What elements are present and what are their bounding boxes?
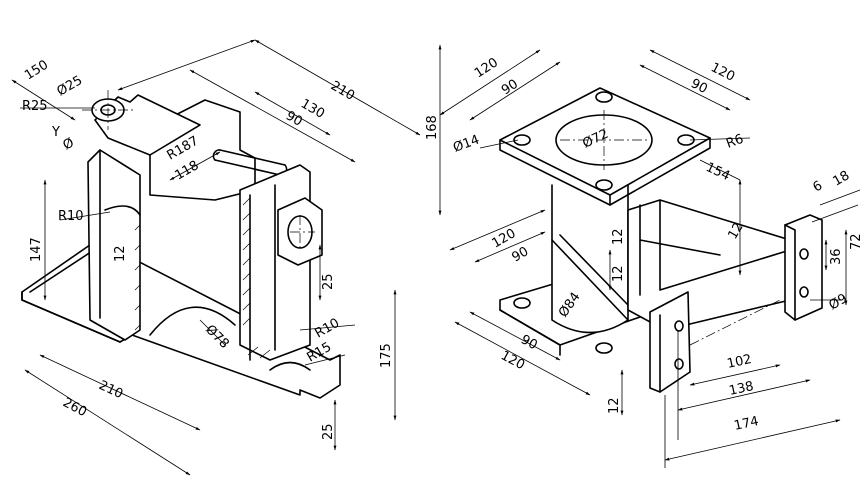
dim-12-bottom: 12 — [607, 397, 622, 414]
dim-120-mid: 120 — [490, 226, 519, 251]
dim-90-mid: 90 — [510, 244, 532, 265]
dim-175: 175 — [379, 343, 394, 368]
dim-120-bottom: 120 — [498, 348, 527, 373]
dim-phi14: Ø14 — [451, 133, 481, 156]
dim-25-mid: 25 — [321, 273, 336, 290]
dim-210-top: 210 — [328, 78, 357, 103]
dim-r10-left: R10 — [58, 209, 84, 224]
dim-102: 102 — [726, 352, 753, 372]
dim-36: 36 — [829, 248, 844, 265]
dim-154: 154 — [703, 160, 732, 184]
dim-147: 147 — [29, 237, 44, 262]
dim-r6: R6 — [724, 132, 745, 152]
dim-25-bottom: 25 — [321, 423, 336, 440]
dim-90-top-right: 90 — [688, 76, 710, 97]
dim-12-right: 12 — [725, 220, 746, 242]
left-isometric-part: 150 210 Ø25 R25 Y Ø 130 90 R187 118 R10 … — [11, 39, 421, 476]
dim-phi-small: Ø — [61, 135, 77, 153]
dim-138: 138 — [728, 379, 755, 399]
dim-r25: R25 — [22, 99, 48, 114]
dim-18: 18 — [831, 168, 853, 189]
dim-90-top-left: 90 — [499, 77, 521, 99]
dim-174: 174 — [733, 414, 760, 434]
section-hatching — [134, 197, 271, 359]
dim-90: 90 — [283, 108, 305, 129]
dim-12-web: 12 — [611, 265, 626, 282]
right-isometric-part: 120 90 120 90 168 Ø14 Ø72 R6 154 12 18 6… — [425, 44, 864, 468]
dim-12: 12 — [113, 245, 128, 262]
dim-260: 260 — [60, 395, 89, 420]
dim-210-bottom: 210 — [96, 378, 125, 402]
dim-phi25: Ø25 — [55, 73, 86, 99]
dim-72: 72 — [849, 233, 864, 250]
dim-90-bottom: 90 — [518, 332, 540, 353]
dim-12-mid: 12 — [611, 228, 626, 245]
axis-y-label: Y — [51, 125, 60, 140]
dim-150: 150 — [22, 58, 51, 84]
dim-phi9: Ø9 — [827, 291, 851, 313]
dim-6: 6 — [811, 178, 826, 195]
dim-r10-right: R10 — [313, 316, 343, 342]
dim-120-top-left: 120 — [472, 55, 501, 81]
dim-168: 168 — [425, 115, 440, 140]
